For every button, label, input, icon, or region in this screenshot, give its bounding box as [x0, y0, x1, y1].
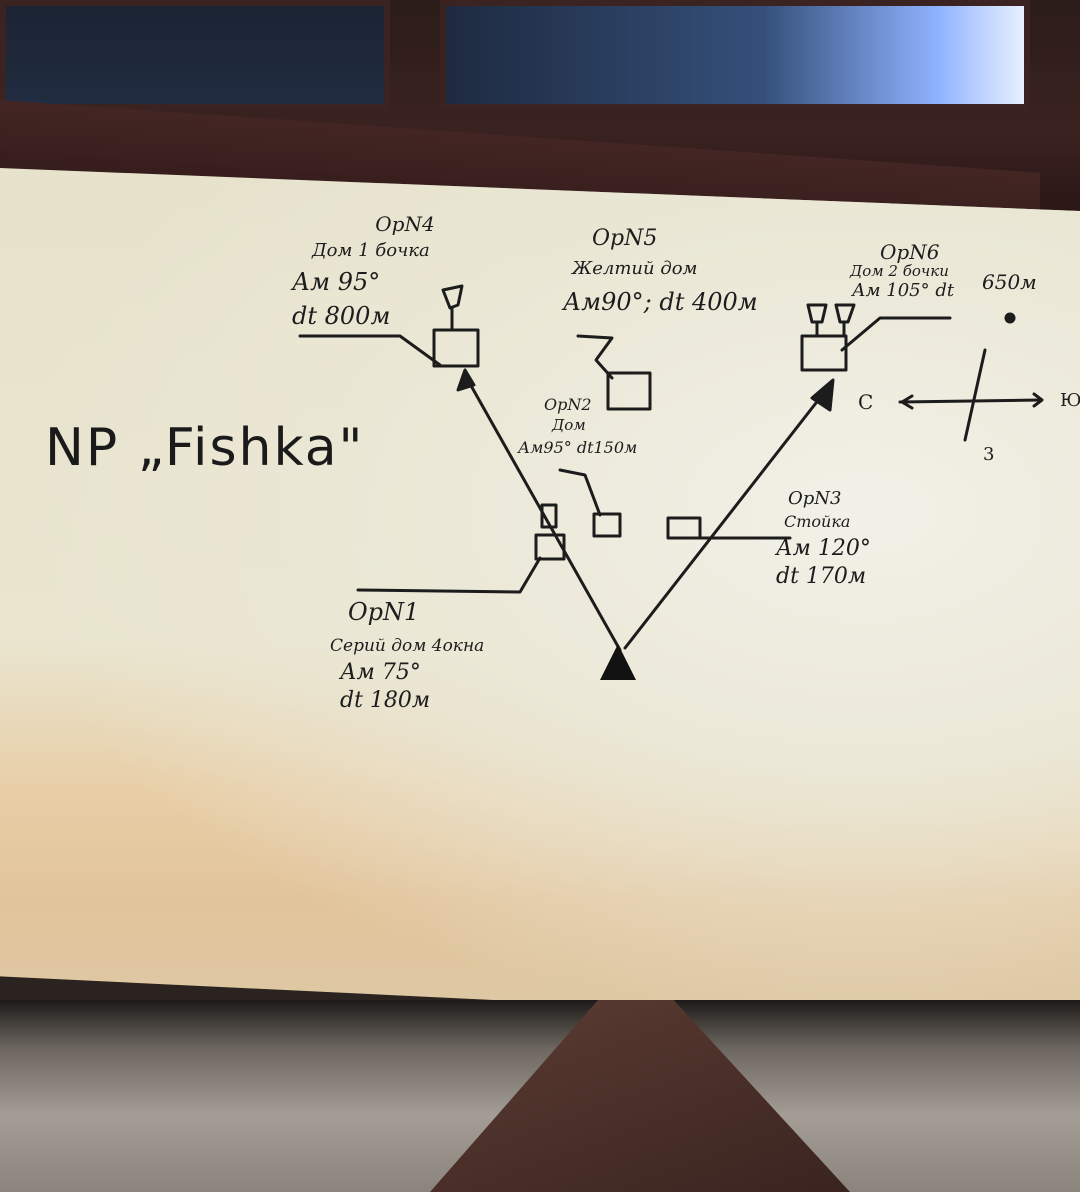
- compass-south-label: 3: [983, 444, 995, 465]
- board-title: NP „Fishka": [45, 418, 365, 478]
- or5-azimuth-distance: Ам90°; dt 400м: [563, 288, 758, 316]
- house-or6: [800, 334, 848, 372]
- house-or2: [592, 512, 622, 538]
- house-or1: [534, 533, 566, 561]
- compass-west-label: С: [858, 390, 874, 414]
- house-or5: [606, 371, 652, 411]
- leader-or4: [298, 334, 442, 367]
- or1-distance: dt 180м: [340, 688, 431, 713]
- whiteboard: [0, 168, 1080, 1028]
- or4-azimuth: Ам 95°: [292, 268, 381, 296]
- or1-head: OpN1: [348, 598, 420, 626]
- or6-desc: Дом 2 бочки: [850, 262, 949, 280]
- or4-desc: Дом 1 бочка: [312, 240, 430, 261]
- leader-or2: [558, 468, 602, 517]
- or3-desc: Стойка: [784, 512, 851, 531]
- or4-head: OpN4: [375, 212, 435, 236]
- or2-head: OpN2: [544, 395, 592, 414]
- compass-horizontal: [898, 398, 1042, 404]
- or3-head: OpN3: [788, 488, 842, 509]
- or2-desc: Дом: [552, 416, 586, 434]
- leader-or1: [356, 556, 542, 594]
- arrowhead-or6: [810, 378, 835, 412]
- or3-distance: dt 170м: [776, 564, 867, 589]
- flag-or4: [441, 284, 464, 310]
- window-pane-right: [440, 0, 1030, 110]
- or5-head: OpN5: [592, 226, 658, 251]
- compass-east-label: Ю: [1060, 390, 1080, 411]
- house-or4: [432, 328, 480, 368]
- leader-or5: [576, 334, 614, 380]
- window-pane-left: [0, 0, 390, 110]
- compass-north-label: В: [1000, 300, 1001, 301]
- arrowhead-or4: [456, 368, 476, 392]
- house-or3: [666, 516, 702, 540]
- sight-line-or6: [623, 383, 832, 650]
- or2-azimuth-distance: Ам95° dt150м: [518, 438, 638, 457]
- leader-or6: [840, 316, 952, 352]
- or4-distance: dt 800м: [292, 302, 391, 330]
- compass-vertical: [963, 348, 987, 442]
- or6-azimuth: Ам 105° dt: [852, 280, 955, 301]
- or3-azimuth: Ам 120°: [776, 536, 871, 561]
- compass-north-mark: [1004, 312, 1016, 324]
- or1-desc: Серий дом 4окна: [330, 636, 485, 656]
- or6-head: OpN6: [880, 240, 940, 264]
- or6-distance: 650м: [982, 270, 1037, 294]
- or1-azimuth: Ам 75°: [340, 660, 421, 685]
- or5-desc: Желтий дом: [572, 258, 698, 279]
- observer-triangle: [600, 644, 636, 680]
